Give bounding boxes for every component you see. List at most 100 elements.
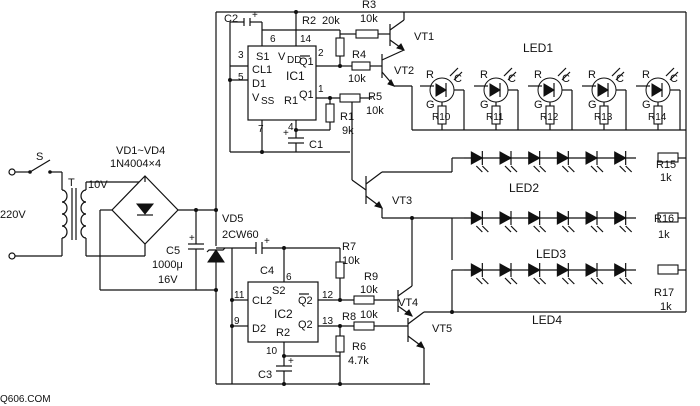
svg-text:R10: R10: [432, 112, 451, 123]
led3-led-4: [556, 211, 575, 233]
vt3-label: VT3: [392, 195, 412, 207]
r1-label: R1: [340, 111, 354, 123]
r5-resistor: [339, 93, 361, 103]
svg-text:V: V: [278, 51, 286, 63]
transformer-secondary: [80, 189, 87, 239]
svg-text:Q1: Q1: [299, 56, 314, 68]
r3-value: 10k: [360, 13, 378, 25]
r7-label: R7: [342, 241, 356, 253]
r9-label: R9: [364, 271, 378, 283]
r4-resistor: [351, 61, 371, 71]
r8-value: 10k: [360, 309, 378, 321]
ic2-name: IC2: [274, 307, 293, 321]
r16-value: 1k: [658, 229, 670, 241]
svg-text:Q2: Q2: [298, 319, 313, 331]
svg-text:13: 13: [322, 316, 334, 327]
led2-led-3: [528, 151, 547, 173]
ic2-body: [247, 281, 319, 343]
r8-resistor: [353, 321, 375, 331]
led3-row: [464, 211, 636, 233]
svg-text:V: V: [252, 92, 260, 104]
r15-value: 1k: [660, 172, 672, 184]
svg-text:2: 2: [318, 48, 324, 59]
led4-led-6: [614, 263, 633, 285]
led2-row: [464, 151, 636, 173]
r3-resistor: [355, 29, 379, 39]
svg-text:+: +: [288, 356, 294, 367]
led4-led-5: [585, 263, 604, 285]
vt4-label: VT4: [398, 297, 418, 309]
vt3-led2: VT3 LED2 R15 1k: [365, 151, 686, 218]
r17-label: R17: [654, 287, 674, 299]
svg-text:R: R: [426, 69, 434, 81]
switch-blade: [29, 159, 51, 173]
svg-text:3: 3: [238, 50, 244, 61]
r15-label: R15: [656, 159, 676, 171]
r8-label: R8: [342, 311, 356, 323]
r9-value: 10k: [360, 284, 378, 296]
mains-voltage-label: 220V: [0, 209, 26, 221]
ic1-name: IC1: [286, 69, 305, 83]
led3-led-1: [470, 211, 489, 233]
switch-label: S: [36, 151, 43, 163]
c2-label: C2: [224, 13, 238, 25]
r5-label: R5: [368, 91, 382, 103]
mains-terminal-bottom: [8, 252, 16, 260]
svg-text:+: +: [264, 236, 270, 247]
r6-resistor: [335, 335, 345, 353]
led3: LED3 R16 1k: [451, 211, 686, 261]
r9-resistor: [353, 295, 375, 305]
led3-led-2: [499, 211, 518, 233]
zener-diode-icon: [207, 249, 225, 263]
svg-text:12: 12: [322, 290, 334, 301]
r1-resistor: [325, 103, 335, 123]
r4-label: R4: [352, 49, 366, 61]
svg-text:R: R: [588, 69, 596, 81]
svg-text:C: C: [562, 73, 570, 85]
svg-text:6: 6: [270, 34, 276, 45]
r3-label: R3: [362, 0, 376, 11]
svg-text:R11: R11: [486, 112, 504, 123]
svg-text:G: G: [642, 99, 651, 111]
watermark: Q606.COM: [0, 394, 51, 405]
svg-text:R1: R1: [284, 95, 298, 107]
led4-led-4: [556, 263, 575, 285]
svg-text:DD: DD: [287, 55, 301, 66]
c5-label: C5: [166, 245, 180, 257]
svg-text:S1: S1: [256, 51, 269, 63]
svg-text:Q2: Q2: [298, 295, 313, 307]
led2-label: LED2: [509, 181, 539, 195]
r17-value: 1k: [660, 301, 672, 313]
zener-label: VD5: [222, 213, 243, 225]
ic1-body: [247, 45, 317, 121]
led3-led-5: [585, 211, 604, 233]
svg-text:R14: R14: [648, 112, 667, 123]
svg-text:R: R: [534, 69, 542, 81]
led4-row: [464, 263, 636, 285]
svg-text:9: 9: [234, 316, 240, 327]
svg-text:CL1: CL1: [252, 64, 272, 76]
vt2-label: VT2: [394, 65, 414, 77]
svg-text:G: G: [588, 99, 597, 111]
c3-label: C3: [258, 369, 272, 381]
bridge-diode-icon: [135, 203, 155, 215]
svg-text:D1: D1: [252, 78, 266, 90]
c5-value: 1000μ: [152, 259, 183, 271]
r2-resistor: [335, 37, 345, 57]
led4-led-1: [470, 263, 489, 285]
r5-value: 10k: [366, 105, 384, 117]
zener-type: 2CW60: [222, 229, 259, 241]
svg-text:4: 4: [288, 122, 294, 133]
svg-text:1: 1: [318, 84, 324, 95]
power-supply: S 220V T 10V VD1~VD4 1N4004×4 +: [0, 11, 687, 405]
r17-resistor: [657, 264, 679, 275]
svg-text:C: C: [670, 73, 678, 85]
svg-text:+: +: [252, 10, 258, 21]
